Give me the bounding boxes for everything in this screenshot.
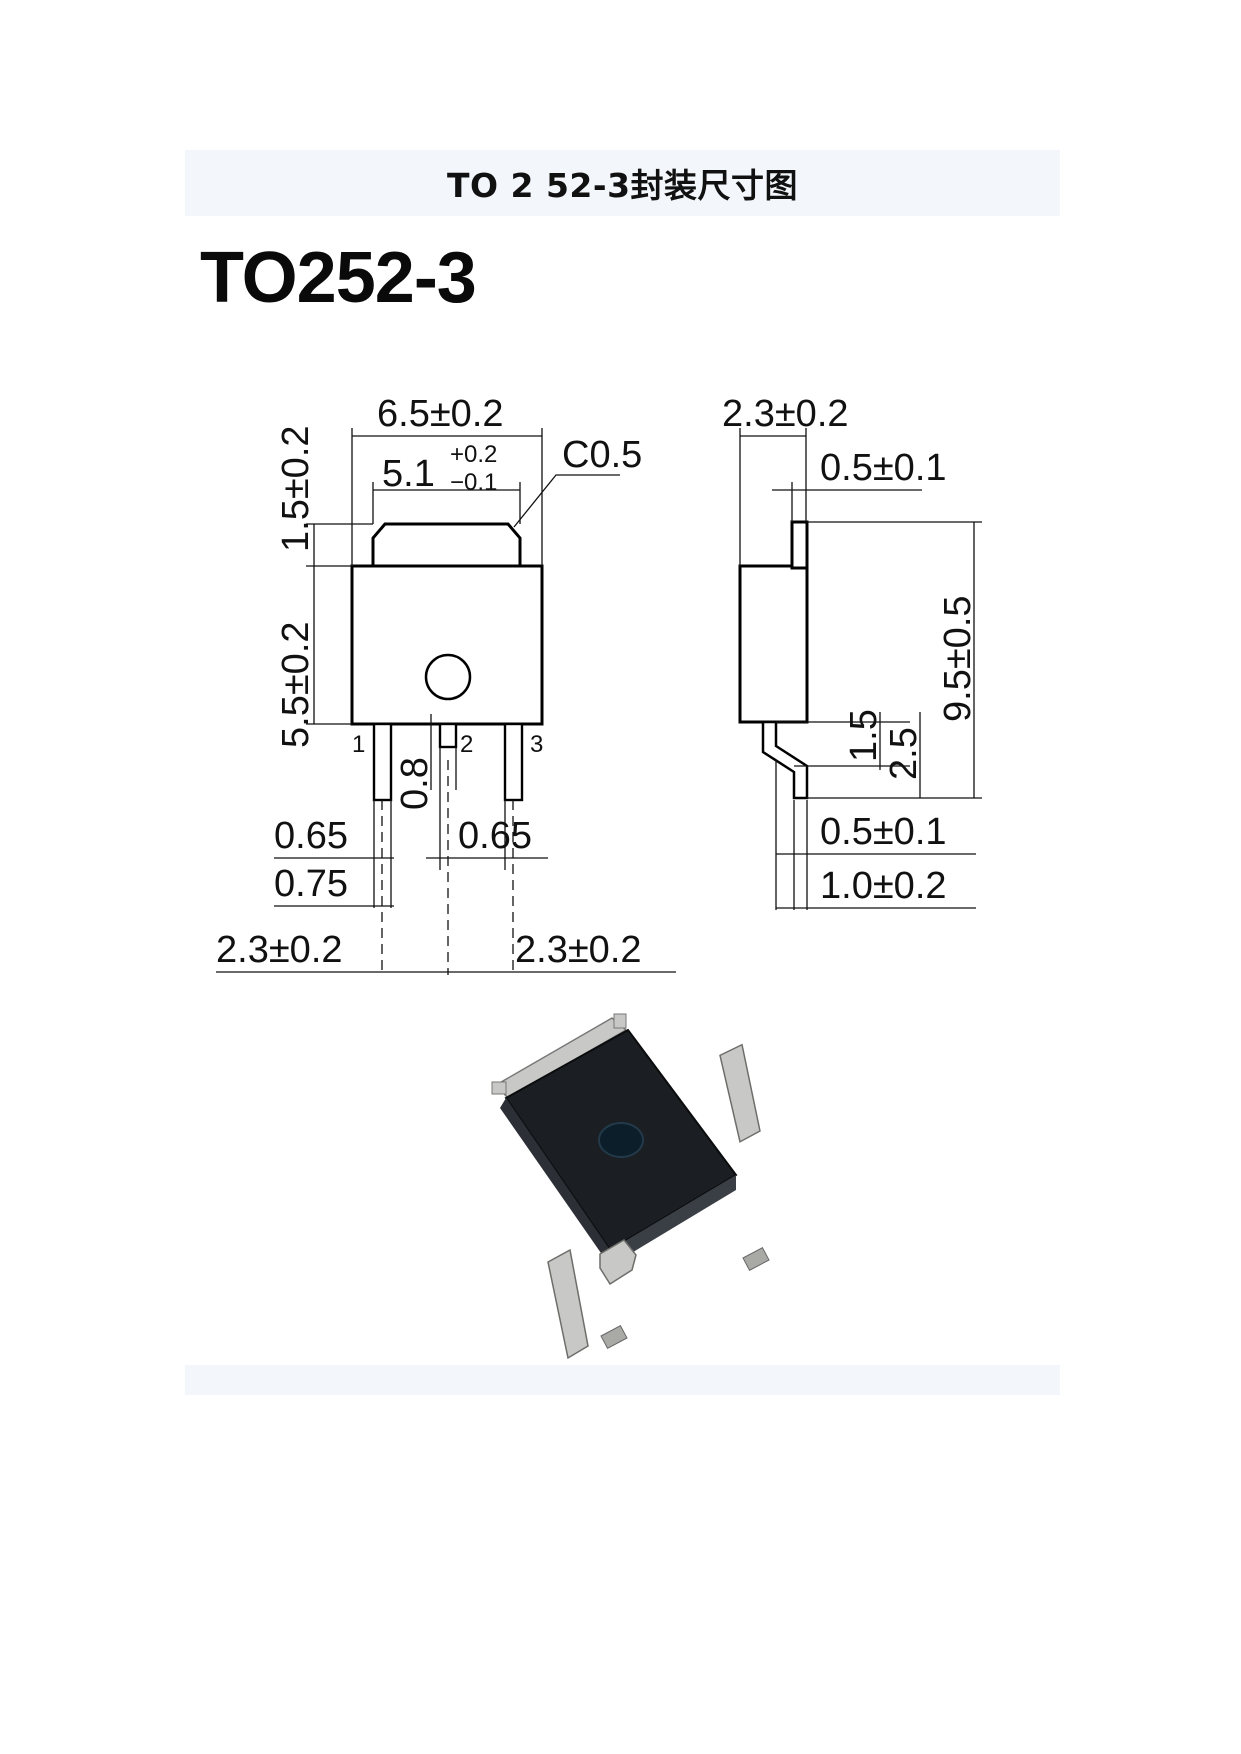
package-3d-illustration (491, 1013, 770, 1360)
3d-body-front (610, 1175, 736, 1266)
dim-lead-offset: 1.0±0.2 (820, 865, 947, 907)
dim-lead-thickness: 0.5±0.1 (820, 811, 947, 853)
front-tab (371, 522, 522, 570)
3d-mounting-hole (598, 1122, 644, 1158)
footer-band (185, 1365, 1060, 1395)
3d-tab-edge-right (613, 1013, 627, 1029)
3d-lead-1-foot (600, 1324, 628, 1350)
dim-lead-width-left: 0.65 (274, 815, 348, 857)
dim-width-tab-tol-plus: +0.2 (450, 441, 497, 468)
dim-tab-height: 1.5±0.2 (275, 425, 317, 552)
lead-2 (438, 722, 458, 749)
pin-1-label: 1 (352, 731, 365, 758)
dim-width-tab: 5.1 (382, 453, 435, 495)
side-lead (761, 720, 809, 800)
3d-lead-2 (599, 1239, 637, 1286)
dim-body-height: 5.5±0.2 (275, 621, 317, 748)
pin-2-label: 2 (460, 731, 473, 758)
mounting-hole (424, 653, 472, 701)
dim-lead-width-right: 0.65 (458, 815, 532, 857)
3d-body-side (500, 1098, 610, 1266)
3d-lead-3-upper (719, 1043, 761, 1143)
pin-3-label: 3 (530, 731, 543, 758)
package-name: TO252-3 (200, 238, 477, 318)
dim-chamfer: C0.5 (562, 434, 642, 476)
dim-pitch-left: 2.3±0.2 (216, 929, 343, 971)
dim-width-tab-tol-minus: −0.1 (450, 469, 497, 496)
dim-lead-spacing: 0.75 (274, 863, 348, 905)
3d-lead-3-foot (742, 1246, 770, 1272)
dim-pitch-right: 2.3±0.2 (515, 929, 642, 971)
dim-lead-bend: 1.5 (843, 709, 885, 762)
dim-total-height: 9.5±0.5 (937, 595, 979, 722)
dim-tab-thickness: 0.5±0.1 (820, 447, 947, 489)
side-view: 2.3±0.2 0.5±0.1 9.5±0.5 1.5 2.5 0.5±0.1 … (722, 393, 982, 910)
side-tab (790, 520, 809, 570)
front-body (350, 564, 544, 726)
page-title: TO 2 52-3封装尺寸图 (446, 166, 799, 205)
dim-width-total: 6.5±0.2 (377, 393, 504, 435)
3d-lead-1-upper (547, 1248, 589, 1360)
dim-lead-length: 2.5 (883, 727, 925, 780)
lead-1 (372, 722, 393, 802)
lead-3 (503, 722, 524, 802)
3d-tab-edge-left (491, 1081, 507, 1095)
title-band: TO 2 52-3封装尺寸图 (185, 150, 1060, 216)
front-view: 6.5±0.2 5.1 +0.2 −0.1 C0.5 1.5±0.2 5.5±0… (216, 393, 676, 975)
side-body (738, 564, 809, 724)
dim-lead-gap: 0.8 (394, 757, 436, 810)
dim-side-thickness: 2.3±0.2 (722, 393, 849, 435)
